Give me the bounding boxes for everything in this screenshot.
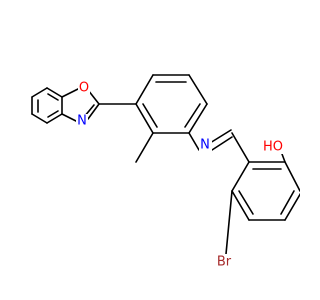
nitrogen-label: N [77, 114, 87, 129]
bond [188, 74, 208, 105]
bond [188, 103, 208, 134]
bond [47, 93, 59, 101]
bond [231, 161, 250, 192]
bond [135, 103, 154, 134]
atom-br: Br [213, 254, 237, 270]
bond [61, 88, 79, 98]
imine-nitrogen-label: N [200, 138, 210, 153]
atom-oh: HO [256, 139, 290, 155]
bond [61, 113, 77, 122]
atom-n2: N [199, 138, 212, 153]
bond [188, 132, 200, 151]
molecule-structure-diagram: O N N HO Br [31, 74, 300, 270]
atom-n1: N [76, 114, 88, 129]
methyl-bond [135, 132, 154, 163]
bond [46, 87, 63, 98]
bond [284, 161, 300, 192]
bond [280, 190, 295, 215]
bond [31, 87, 48, 98]
imine-double-bond [211, 136, 233, 151]
benzoxazole-benzene-ring [31, 87, 63, 124]
bond [238, 190, 254, 215]
methylphenyl-ring [135, 74, 208, 134]
bond [231, 132, 250, 163]
bromine-label: Br [217, 255, 232, 270]
bond [284, 192, 300, 221]
bond [31, 113, 48, 124]
bond [231, 190, 250, 221]
hydroxyl-bond [281, 153, 286, 163]
hydroxyl-label: HO [263, 140, 283, 155]
bond [142, 103, 158, 128]
bromophenol-ring [231, 161, 300, 221]
imine-double-bond [209, 129, 232, 144]
bond [87, 103, 100, 120]
oxygen-label: O [79, 81, 89, 96]
bond [47, 110, 59, 118]
atom-o1: O [78, 81, 90, 96]
bromine-bond [225, 190, 233, 255]
bond [46, 113, 63, 124]
bond [135, 74, 154, 105]
bond [184, 103, 201, 128]
